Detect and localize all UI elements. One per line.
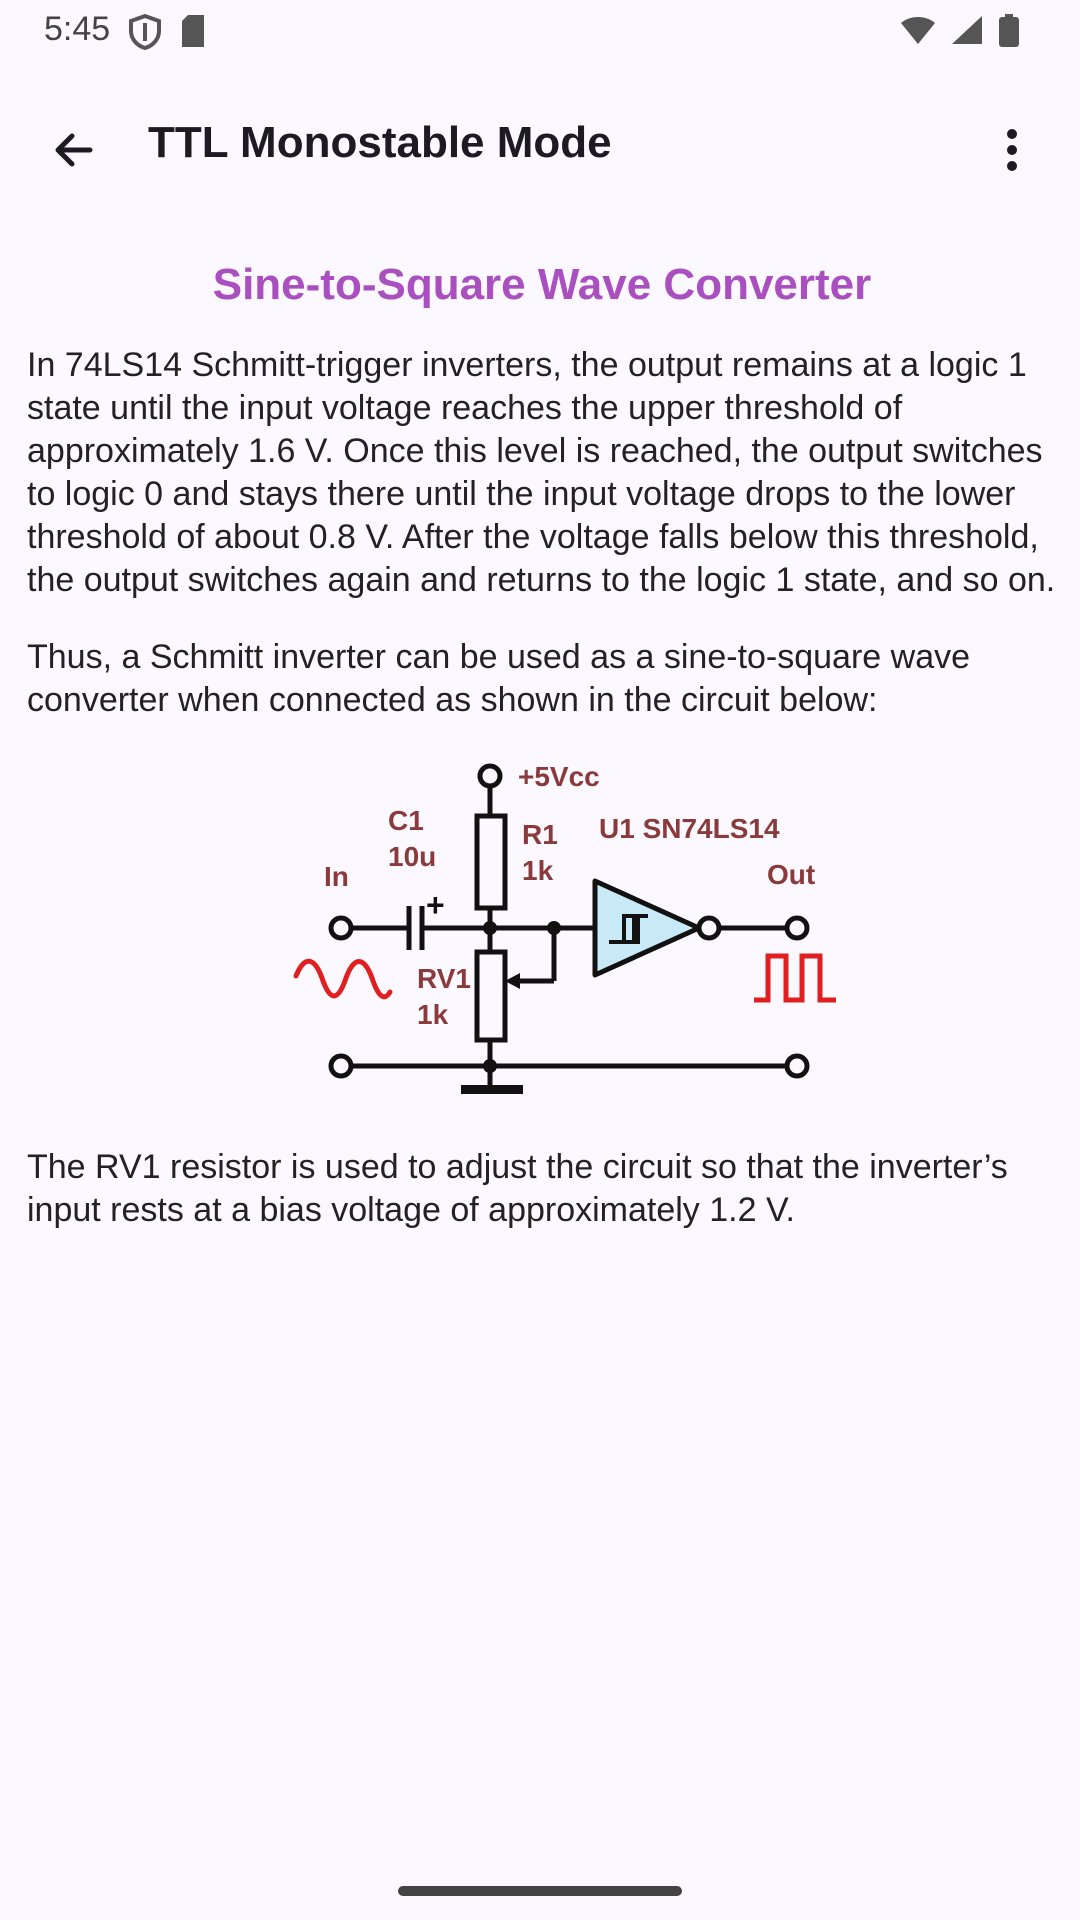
square-wave [754,953,836,1003]
junction-node [483,921,497,935]
c1-plus: + [426,887,445,923]
inverter-bubble [696,915,722,941]
u1-label: U1 SN74LS14 [599,813,780,844]
app-bar: TTL Monostable Mode [0,90,1080,202]
schmitt-inverter [592,878,702,978]
shield-icon [128,13,162,55]
more-options-button[interactable] [974,112,1050,188]
signal-icon [950,14,984,53]
gnd-in-terminal [328,1053,354,1079]
vcc-label: +5Vcc [518,761,600,792]
c1-value: 10u [388,841,436,872]
r1-label: R1 [522,819,558,850]
junction-ground [483,1059,497,1073]
page-title: TTL Monostable Mode [148,118,612,167]
in-label: In [324,861,349,892]
r1-value: 1k [522,855,554,886]
out-label: Out [767,859,815,890]
out-terminal [784,915,810,941]
junction-wiper [547,921,561,935]
section-title: Sine-to-Square Wave Converter [212,260,872,309]
home-indicator[interactable] [398,1886,682,1896]
circuit-svg: +5Vcc C1 10u R1 1k U1 SN74LS14 In Out RV… [293,761,836,1094]
r1-resistor [474,813,508,911]
content-scroll[interactable]: Sine-to-Square Wave Converter In 74LS14 … [27,260,1057,1266]
vcc-terminal [477,763,503,789]
paragraph-converter: Thus, a Schmitt inverter can be used as … [27,638,971,719]
back-button[interactable] [36,112,112,188]
circuit-diagram: +5Vcc C1 10u R1 1k U1 SN74LS14 In Out RV… [27,756,1057,1116]
wifi-icon [900,14,936,53]
wiper-arrowhead [505,973,520,989]
arrow-back-icon [55,133,93,167]
battery-icon [998,14,1020,53]
c1-label: C1 [388,805,424,836]
in-terminal [328,915,354,941]
rv1-value: 1k [417,999,449,1030]
hysteresis-symbol [609,914,648,944]
status-time: 5:45 [44,10,111,48]
ground-bar [461,1085,523,1094]
paragraph-bias: The RV1 resistor is used to adjust the c… [27,1148,1008,1229]
more-vert-icon [1007,129,1017,171]
sine-wave [293,958,393,1000]
status-bar: 5:45 [0,0,1080,64]
gnd-out-terminal [784,1053,810,1079]
rv1-resistor [474,949,508,1043]
sd-card-icon [180,14,206,55]
rv1-label: RV1 [417,963,471,994]
paragraph-thresholds: In 74LS14 Schmitt-trigger inverters, the… [27,346,1056,599]
